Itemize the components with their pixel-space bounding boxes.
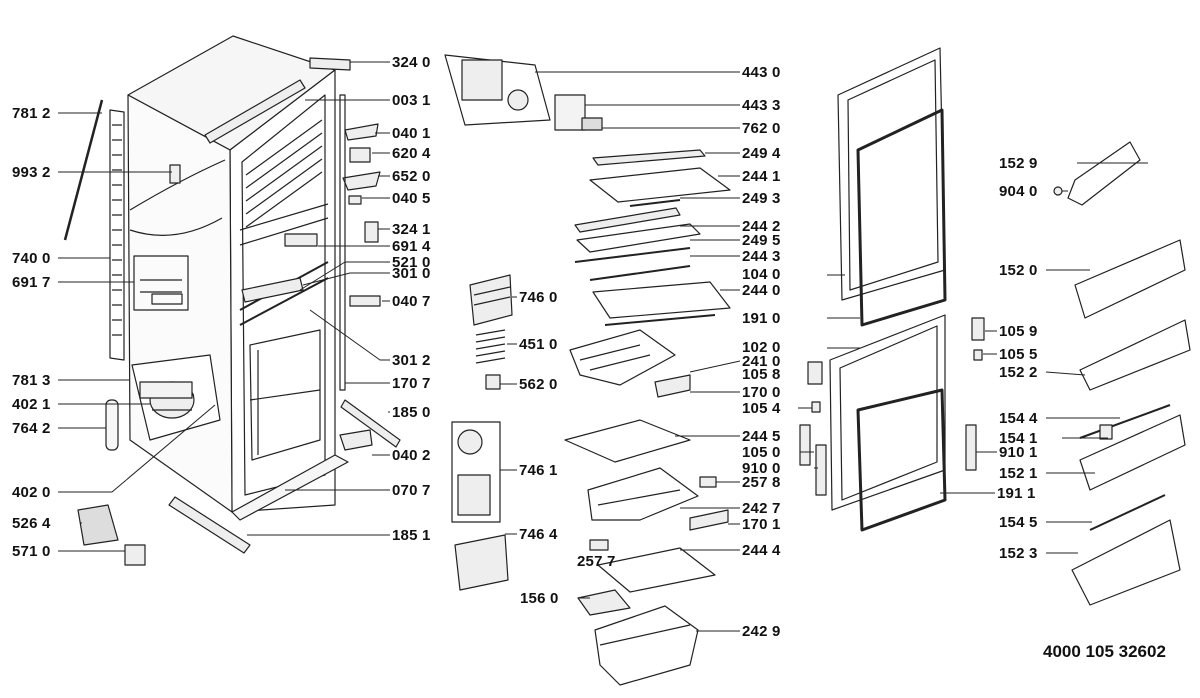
callout-154-1: 154 1: [999, 430, 1038, 447]
callout-521-0: 521 0: [392, 254, 431, 271]
callout-152-9: 152 9: [999, 155, 1038, 172]
callout-249-3: 249 3: [742, 190, 781, 207]
middle-parts-drawing: [444, 54, 731, 686]
callout-105-9: 105 9: [999, 323, 1038, 340]
callout-324-1: 324 1: [392, 221, 431, 238]
callout-152-2: 152 2: [999, 364, 1038, 381]
callout-652-0: 652 0: [392, 168, 431, 185]
callout-156-0: 156 0: [520, 590, 559, 607]
callout-154-5: 154 5: [999, 514, 1038, 531]
callout-244-5: 244 5: [742, 428, 781, 445]
callout-781-3: 781 3: [12, 372, 51, 389]
callout-746-4: 746 4: [519, 526, 558, 543]
callout-244-4: 244 4: [742, 542, 781, 559]
callout-993-2: 993 2: [12, 164, 51, 181]
callout-170-0: 170 0: [742, 384, 781, 401]
callout-242-7: 242 7: [742, 500, 781, 517]
callout-324-0: 324 0: [392, 54, 431, 71]
callout-170-7: 170 7: [392, 375, 431, 392]
callout-070-7: 070 7: [392, 482, 431, 499]
callout-241-0: 241 0: [742, 353, 781, 370]
callout-904-0: 904 0: [999, 183, 1038, 200]
callout-152-1: 152 1: [999, 465, 1038, 482]
callout-402-1: 402 1: [12, 396, 51, 413]
callout-691-4: 691 4: [392, 238, 431, 255]
callout-781-2: 781 2: [12, 105, 51, 122]
callout-104-0: 104 0: [742, 266, 781, 283]
callout-244-3: 244 3: [742, 248, 781, 265]
callout-105-0: 105 0: [742, 444, 781, 461]
callout-040-2: 040 2: [392, 447, 431, 464]
callout-443-0: 443 0: [742, 64, 781, 81]
cabinet-drawing: [63, 35, 401, 566]
callout-152-0: 152 0: [999, 262, 1038, 279]
callout-620-4: 620 4: [392, 145, 431, 162]
callout-910-0: 910 0: [742, 460, 781, 477]
callout-249-5: 249 5: [742, 232, 781, 249]
callout-244-1: 244 1: [742, 168, 781, 185]
callout-764-2: 764 2: [12, 420, 51, 437]
callout-105-5: 105 5: [999, 346, 1038, 363]
callout-170-1: 170 1: [742, 516, 781, 533]
leader-lines: [58, 61, 1148, 632]
callout-571-0: 571 0: [12, 543, 51, 560]
callout-762-0: 762 0: [742, 120, 781, 137]
callout-740-0: 740 0: [12, 250, 51, 267]
door-bins-drawing: [1053, 141, 1191, 606]
callout-562-0: 562 0: [519, 376, 558, 393]
callout-040-7: 040 7: [392, 293, 431, 310]
callout-040-1: 040 1: [392, 125, 431, 142]
callout-691-7: 691 7: [12, 274, 51, 291]
callout-185-0: 185 0: [392, 404, 431, 421]
callout-040-5: 040 5: [392, 190, 431, 207]
callout-746-0: 746 0: [519, 289, 558, 306]
callout-249-4: 249 4: [742, 145, 781, 162]
callout-244-0: 244 0: [742, 282, 781, 299]
document-number: 4000 105 32602: [1043, 642, 1166, 661]
callout-746-1: 746 1: [519, 462, 558, 479]
callout-003-1: 003 1: [392, 92, 431, 109]
callout-154-4: 154 4: [999, 410, 1038, 427]
doors-drawing: [799, 47, 985, 532]
callout-301-2: 301 2: [392, 352, 431, 369]
callout-301-0: 301 0: [392, 265, 431, 282]
callout-102-0: 102 0: [742, 339, 781, 356]
callout-244-2: 244 2: [742, 218, 781, 235]
callout-105-4: 105 4: [742, 400, 781, 417]
callout-451-0: 451 0: [519, 336, 558, 353]
callout-191-1: 191 1: [997, 485, 1036, 502]
callout-910-1: 910 1: [999, 444, 1038, 461]
callout-191-0: 191 0: [742, 310, 781, 327]
callout-443-3: 443 3: [742, 97, 781, 114]
callout-185-1: 185 1: [392, 527, 431, 544]
callout-242-9: 242 9: [742, 623, 781, 640]
callout-152-3: 152 3: [999, 545, 1038, 562]
callout-257-7: 257 7: [577, 553, 616, 570]
callout-257-8: 257 8: [742, 474, 781, 491]
callout-402-0: 402 0: [12, 484, 51, 501]
callout-105-8: 105 8: [742, 366, 781, 383]
callout-526-4: 526 4: [12, 515, 51, 532]
